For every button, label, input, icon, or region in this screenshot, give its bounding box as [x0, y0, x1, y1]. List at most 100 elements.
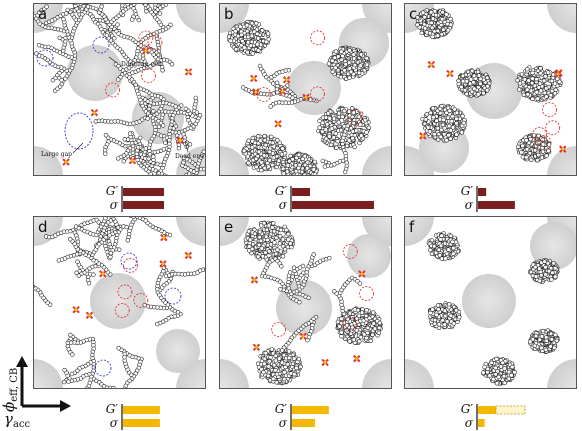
filler-particle [250, 242, 256, 247]
filler-particle [528, 157, 534, 163]
filler-particle [546, 142, 552, 147]
filler-particle [246, 138, 251, 144]
filler-particle [184, 194, 188, 198]
filler-particle [365, 330, 370, 336]
filler-particle [268, 231, 274, 237]
filler-particle [441, 117, 446, 123]
filler-particle [424, 30, 430, 35]
filler-particle [163, 140, 168, 145]
filler-particle [89, 190, 93, 194]
filler-particle [292, 372, 297, 377]
filler-particle [112, 35, 117, 41]
filler-particle [293, 178, 297, 182]
filler-particle [327, 255, 332, 261]
filler-particle [205, 167, 206, 171]
filler-particle [347, 75, 352, 80]
filler-particle [294, 177, 298, 181]
filler-particle [245, 40, 251, 45]
filler-particle [263, 142, 268, 148]
filler-particle [108, 250, 114, 256]
filler-particle [101, 207, 105, 211]
filler-particle [79, 0, 83, 1]
filler-particle [525, 66, 530, 72]
filler-particle [28, 283, 32, 287]
filler-particle [544, 153, 549, 158]
filler-particle [355, 60, 361, 65]
filler-particle [460, 113, 465, 119]
filler-particle [207, 270, 211, 274]
bond-break-dot [178, 138, 182, 142]
filler-particle [183, 106, 189, 112]
filler-particle [213, 268, 217, 272]
filler-particle [33, 284, 35, 289]
filler-particle [214, 269, 218, 273]
filler-particle [121, 159, 127, 164]
filler-particle [246, 34, 251, 40]
filler-particle [176, 146, 182, 151]
filler-particle [302, 153, 308, 159]
filler-particle [126, 3, 129, 4]
panel-border [404, 3, 577, 176]
filler-particle [432, 132, 437, 137]
filler-particle [330, 58, 335, 63]
filler-particle [91, 0, 95, 2]
filler-particle [531, 133, 537, 138]
filler-particle [356, 114, 362, 119]
filler-particle [125, 196, 129, 200]
filler-particle [284, 227, 289, 233]
filler-particle [253, 156, 259, 162]
filler-particle [301, 178, 305, 182]
filler-particle [339, 316, 344, 321]
bond-break-dot [186, 253, 190, 257]
filler-particle [160, 68, 165, 73]
filler-particle [422, 26, 428, 31]
filler-particle [472, 86, 477, 91]
filler-particle [446, 133, 451, 138]
filler-particle [252, 140, 258, 146]
filler-particle [324, 122, 330, 127]
filler-particle [97, 396, 101, 400]
filler-particle [91, 272, 96, 277]
filler-particle [190, 183, 194, 187]
filler-particle [178, 193, 182, 197]
filler-particle [258, 238, 264, 244]
filler-particle [293, 169, 299, 174]
filler-particle [193, 95, 199, 101]
filler-particle [160, 123, 166, 128]
matrix-particle [347, 234, 391, 278]
filler-particle [454, 120, 459, 126]
matrix-particle [547, 146, 577, 176]
filler-particle [438, 134, 443, 140]
filler-particle [290, 274, 295, 279]
filler-particle [257, 229, 263, 235]
filler-particle [246, 229, 252, 234]
filler-particle [359, 133, 364, 138]
filler-particle [118, 394, 122, 398]
filler-particle [116, 346, 121, 351]
filler-particle [339, 57, 344, 62]
filler-particle [181, 155, 187, 161]
bond-break-dot [421, 134, 425, 138]
bond-break-dot [280, 89, 284, 93]
filler-particle [263, 350, 268, 356]
filler-particle [61, 379, 67, 385]
filler-particle [546, 148, 551, 154]
filler-particle [299, 178, 303, 182]
filler-particle [293, 178, 297, 182]
filler-particle [295, 175, 299, 176]
filler-particle [6, 258, 10, 262]
filler-particle [320, 129, 325, 134]
filler-particle [98, 206, 102, 210]
filler-particle [430, 105, 436, 111]
bond-break-dot [130, 159, 134, 163]
filler-particle [208, 287, 212, 291]
filler-particle [245, 154, 250, 159]
filler-particle [434, 118, 439, 123]
filler-particle [116, 247, 122, 252]
filler-particle [371, 321, 376, 326]
filler-particle [430, 34, 435, 40]
highlight-ring [359, 286, 374, 301]
filler-particle [244, 23, 250, 28]
filler-particle [350, 106, 355, 111]
filler-particle [420, 10, 426, 15]
